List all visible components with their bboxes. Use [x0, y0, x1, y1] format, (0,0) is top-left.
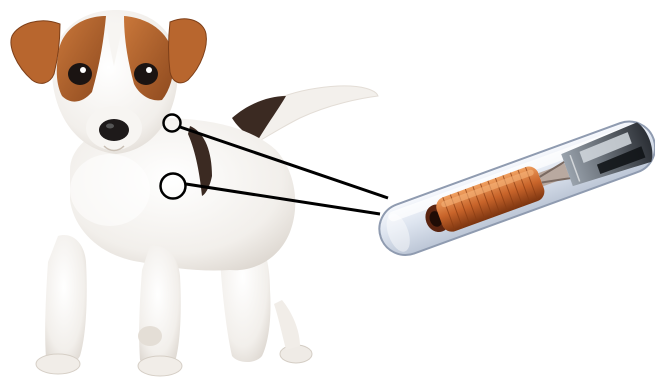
microchip-capsule	[372, 114, 655, 262]
puppy-hind-paw	[280, 345, 312, 363]
puppy-front-leg-right	[139, 246, 181, 367]
puppy-front-paw-right	[138, 356, 182, 376]
puppy-ear-left	[11, 21, 60, 84]
puppy-eye-right	[134, 63, 158, 85]
puppy-eye-left	[68, 63, 92, 85]
puppy-front-leg-left	[45, 235, 87, 365]
puppy-front-paw-left	[36, 354, 80, 374]
puppy-ear-right	[169, 19, 207, 83]
puppy	[11, 10, 378, 376]
puppy-nose	[99, 119, 129, 141]
